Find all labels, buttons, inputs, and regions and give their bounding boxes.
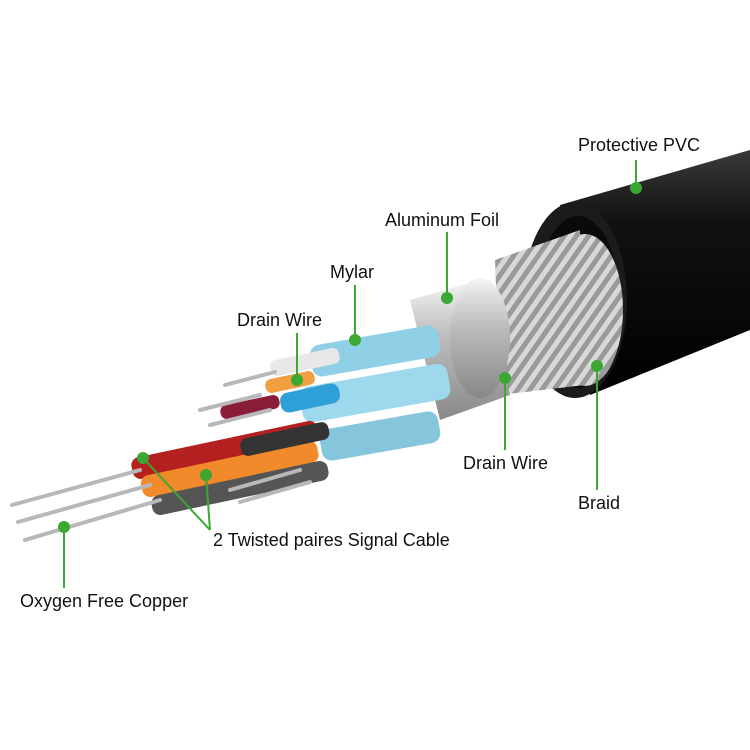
label-aluminum-foil: Aluminum Foil	[385, 210, 500, 230]
copper-strands	[10, 370, 312, 542]
label-twisted-pairs: 2 Twisted paires Signal Cable	[213, 530, 450, 550]
callout-lines	[58, 160, 642, 588]
label-oxygen-free-copper: Oxygen Free Copper	[20, 591, 189, 611]
label-protective-pvc: Protective PVC	[578, 135, 701, 155]
braid-layer	[495, 230, 623, 395]
label-drain-wire-top: Drain Wire	[237, 310, 323, 330]
mylar-wrapped-pairs	[270, 325, 451, 461]
label-braid: Braid	[578, 493, 621, 513]
label-drain-wire-right: Drain Wire	[463, 453, 549, 473]
label-mylar: Mylar	[330, 262, 374, 282]
